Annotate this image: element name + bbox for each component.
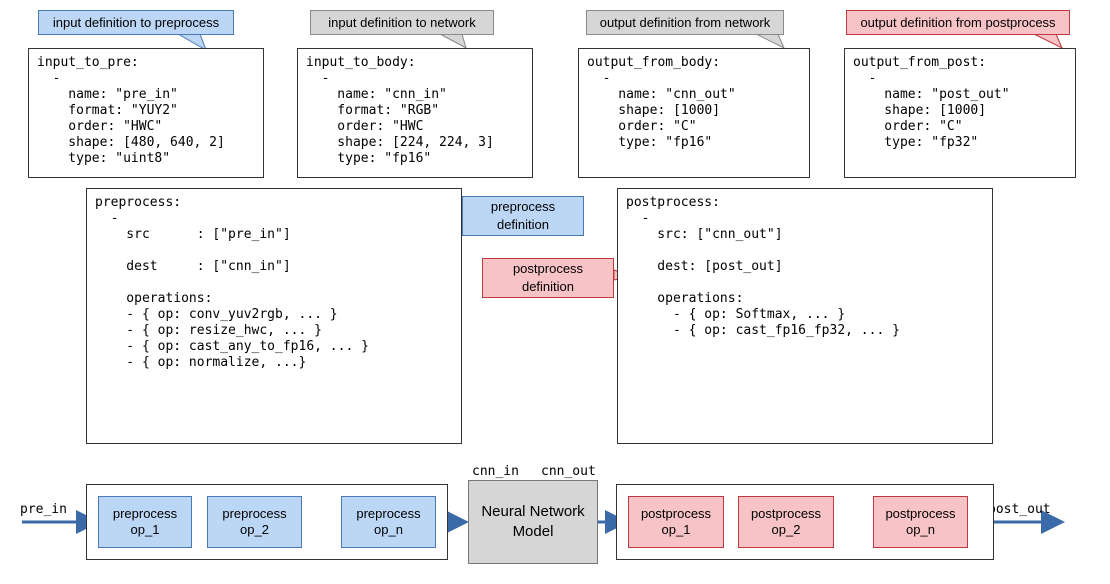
nn-line2: Model — [512, 523, 554, 540]
label-cnn-out: cnn_out — [541, 464, 596, 479]
code-line: output_from_body: — [587, 55, 721, 70]
code-postprocess: postprocess: - src: ["cnn_out"] dest: [p… — [617, 188, 993, 444]
code-line: - { op: cast_fp16_fp32, ... } — [626, 323, 900, 338]
code-line: order: "HWC" — [37, 119, 163, 134]
op-name: preprocess — [112, 506, 178, 521]
code-line: format: "RGB" — [306, 103, 440, 118]
op-id: op_2 — [240, 522, 269, 537]
op-name: preprocess — [222, 506, 287, 521]
code-line: shape: [480, 640, 2] — [37, 135, 225, 150]
code-input-to-pre: input_to_pre: - name: "pre_in" format: "… — [28, 48, 264, 178]
postprocess-op-n: postprocess op_n — [873, 496, 968, 548]
label-pre-in: pre_in — [20, 502, 67, 517]
code-line: name: "cnn_in" — [306, 87, 447, 102]
code-line: operations: — [95, 291, 213, 306]
code-line: type: "fp32" — [853, 135, 979, 150]
op-id: op_n — [374, 522, 403, 537]
code-line: output_from_post: — [853, 55, 987, 70]
callout-preprocess-definition: preprocess definition — [462, 196, 584, 236]
op-name: preprocess — [356, 506, 421, 521]
code-line: type: "uint8" — [37, 151, 171, 166]
callout-output-postprocess: output definition from postprocess — [846, 10, 1070, 35]
code-line: src: ["cnn_out"] — [626, 227, 783, 242]
code-line: order: "HWC — [306, 119, 424, 134]
code-line: - { op: resize_hwc, ... } — [95, 323, 322, 338]
code-line: name: "post_out" — [853, 87, 1010, 102]
code-line: preprocess: — [95, 195, 182, 210]
code-line: shape: [1000] — [853, 103, 987, 118]
code-line: - — [306, 71, 330, 86]
code-line: order: "C" — [853, 119, 963, 134]
code-line: order: "C" — [587, 119, 697, 134]
code-line: operations: — [626, 291, 744, 306]
callout-preprocess-line2: definition — [496, 217, 550, 232]
callout-postprocess-line1: postprocess — [512, 261, 584, 276]
op-id: op_1 — [661, 522, 691, 537]
code-line — [626, 275, 992, 291]
neural-network-model: Neural Network Model — [468, 480, 598, 564]
code-line: postprocess: — [626, 195, 720, 210]
code-output-from-body: output_from_body: - name: "cnn_out" shap… — [578, 48, 810, 178]
code-line: format: "YUY2" — [37, 103, 178, 118]
postprocess-op-2: postprocess op_2 — [738, 496, 834, 548]
op-id: op_n — [906, 522, 935, 537]
code-preprocess: preprocess: - src : ["pre_in"] dest : ["… — [86, 188, 462, 444]
code-line: - — [95, 211, 119, 226]
code-output-from-post: output_from_post: - name: "post_out" sha… — [844, 48, 1076, 178]
op-name: postprocess — [640, 506, 712, 521]
code-line: dest: [post_out] — [626, 259, 783, 274]
label-cnn-in: cnn_in — [472, 464, 519, 479]
callout-input-preprocess: input definition to preprocess — [38, 10, 234, 35]
code-line: dest : ["cnn_in"] — [95, 259, 291, 274]
op-id: op_2 — [771, 522, 801, 537]
nn-line1: Neural Network — [481, 503, 585, 520]
code-line: input_to_body: — [306, 55, 416, 70]
callout-output-network: output definition from network — [586, 10, 784, 35]
code-line: - { op: cast_any_to_fp16, ... } — [95, 339, 369, 354]
code-line: - { op: conv_yuv2rgb, ... } — [95, 307, 338, 322]
op-id: op_1 — [130, 522, 160, 537]
preprocess-op-1: preprocess op_1 — [98, 496, 192, 548]
callout-input-network: input definition to network — [310, 10, 494, 35]
code-line: - — [587, 71, 611, 86]
callout-postprocess-definition: postprocess definition — [482, 258, 614, 298]
code-line: input_to_pre: — [37, 55, 139, 70]
callout-tail-input-net — [439, 33, 467, 50]
code-line: - — [853, 71, 877, 86]
label-post-out: post_out — [988, 502, 1051, 517]
code-line: shape: [1000] — [587, 103, 721, 118]
callout-tail-output-net — [755, 33, 785, 50]
preprocess-op-n: preprocess op_n — [341, 496, 436, 548]
code-line: - { op: normalize, ...} — [95, 355, 307, 370]
op-name: postprocess — [885, 506, 956, 521]
code-input-to-body: input_to_body: - name: "cnn_in" format: … — [297, 48, 533, 178]
callout-postprocess-line2: definition — [521, 279, 575, 294]
code-line: name: "pre_in" — [37, 87, 178, 102]
preprocess-op-2: preprocess op_2 — [207, 496, 302, 548]
callout-preprocess-line1: preprocess — [490, 199, 556, 214]
code-line — [95, 243, 461, 259]
code-line: shape: [224, 224, 3] — [306, 135, 494, 150]
code-line: name: "cnn_out" — [587, 87, 736, 102]
code-line — [626, 243, 992, 259]
code-line: src : ["pre_in"] — [95, 227, 291, 242]
code-line: - — [37, 71, 61, 86]
callout-tail-output-post — [1033, 33, 1063, 50]
code-line: - { op: Softmax, ... } — [626, 307, 846, 322]
code-line — [95, 275, 461, 291]
code-line: type: "fp16" — [587, 135, 713, 150]
code-line: - — [626, 211, 650, 226]
op-name: postprocess — [750, 506, 822, 521]
postprocess-op-1: postprocess op_1 — [628, 496, 724, 548]
code-line: type: "fp16" — [306, 151, 432, 166]
